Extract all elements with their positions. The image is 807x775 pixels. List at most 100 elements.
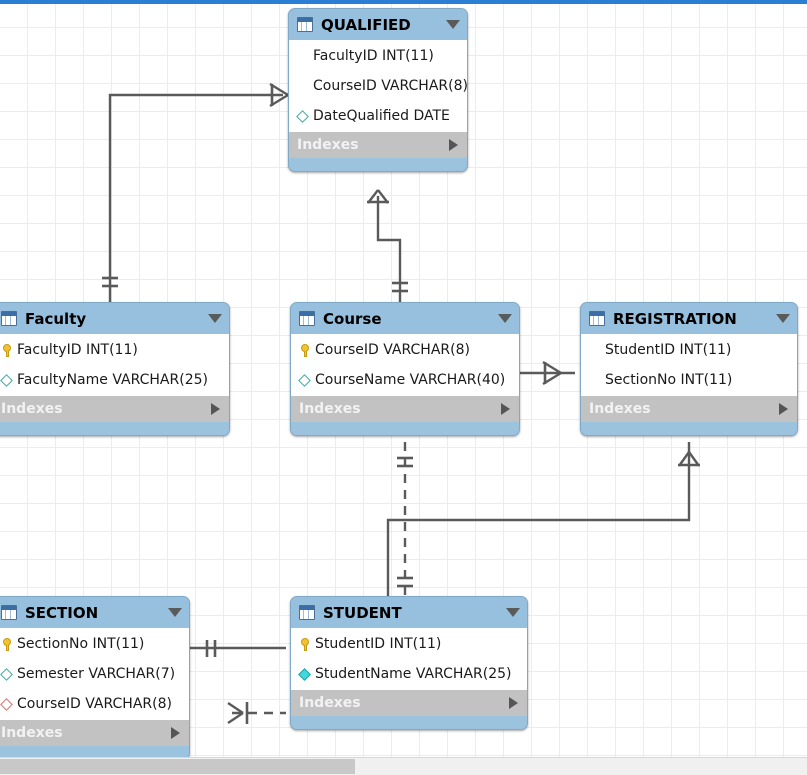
table-icon <box>299 311 315 326</box>
table-column-row[interactable]: CourseID VARCHAR(8) <box>292 335 518 365</box>
table-icon <box>299 605 315 620</box>
chevron-down-icon[interactable] <box>776 314 790 323</box>
table-column-row[interactable]: SectionNo INT(11) <box>582 365 796 395</box>
table-indexes-row-section[interactable]: Indexes <box>0 719 189 746</box>
table-footer-qualified <box>289 158 467 171</box>
table-title-course: Course <box>323 309 382 328</box>
table-header-student[interactable]: STUDENT <box>291 597 527 629</box>
table-indexes-row-student[interactable]: Indexes <box>291 689 527 716</box>
horizontal-scrollbar-thumb[interactable] <box>0 759 355 774</box>
chevron-down-icon[interactable] <box>506 608 520 617</box>
table-columns-course: CourseID VARCHAR(8) CourseName VARCHAR(40… <box>291 335 519 395</box>
table-column-row[interactable]: StudentID INT(11) <box>582 335 796 365</box>
no-icon <box>295 48 312 64</box>
table-column-row[interactable]: CourseID VARCHAR(8) <box>0 689 188 719</box>
table-header-section[interactable]: SECTION <box>0 597 189 629</box>
primary-key-icon <box>0 636 16 652</box>
table-column-row[interactable]: Semester VARCHAR(7) <box>0 659 188 689</box>
nullable-diamond-icon <box>0 666 16 682</box>
table-footer-section <box>0 746 189 759</box>
table-indexes-row-course[interactable]: Indexes <box>291 395 519 422</box>
chevron-right-icon[interactable] <box>509 697 518 709</box>
nullable-diamond-icon <box>295 108 312 124</box>
table-title-qualified: QUALIFIED <box>321 15 411 34</box>
table-column-row[interactable]: CourseName VARCHAR(40) <box>292 365 518 395</box>
chevron-right-icon[interactable] <box>779 403 788 415</box>
chevron-right-icon[interactable] <box>171 727 180 739</box>
table-column-row[interactable]: FacultyID INT(11) <box>0 335 228 365</box>
table-title-registration: REGISTRATION <box>613 309 737 328</box>
relationship-course-qualified <box>367 189 408 302</box>
chevron-down-icon[interactable] <box>168 608 182 617</box>
table-column-label: CourseID VARCHAR(8) <box>313 78 468 94</box>
table-node-section[interactable]: SECTION SectionNo INT(11) Semester VARCHAR… <box>0 596 190 760</box>
chevron-right-icon[interactable] <box>449 139 458 151</box>
chevron-down-icon[interactable] <box>498 314 512 323</box>
table-indexes-row-faculty[interactable]: Indexes <box>0 395 229 422</box>
table-column-row[interactable]: CourseID VARCHAR(8) <box>290 71 468 101</box>
table-column-label: CourseName VARCHAR(40) <box>315 372 506 388</box>
table-column-row[interactable]: StudentID INT(11) <box>292 629 526 659</box>
table-title-section: SECTION <box>25 603 99 622</box>
table-indexes-label: Indexes <box>1 725 63 741</box>
table-column-row[interactable]: FacultyName VARCHAR(25) <box>0 365 228 395</box>
table-column-label: Semester VARCHAR(7) <box>17 666 176 682</box>
table-column-label: SectionNo INT(11) <box>605 372 733 388</box>
foreign-key-diamond-icon <box>0 696 16 712</box>
table-indexes-row-registration[interactable]: Indexes <box>581 395 797 422</box>
table-column-label: CourseID VARCHAR(8) <box>17 696 172 712</box>
table-column-label: DateQualified DATE <box>313 108 450 124</box>
primary-key-icon <box>297 636 314 652</box>
table-columns-section: SectionNo INT(11) Semester VARCHAR(7) Cour… <box>0 629 189 719</box>
table-indexes-label: Indexes <box>299 401 361 417</box>
table-column-label: StudentID INT(11) <box>605 342 732 358</box>
table-node-registration[interactable]: REGISTRATION StudentID INT(11) SectionNo I… <box>580 302 798 436</box>
window-accent-bar <box>0 0 807 4</box>
table-column-label: StudentName VARCHAR(25) <box>315 666 512 682</box>
horizontal-scrollbar[interactable] <box>0 757 807 775</box>
table-column-row[interactable]: StudentName VARCHAR(25) <box>292 659 526 689</box>
table-header-faculty[interactable]: Faculty <box>0 303 229 335</box>
table-column-row[interactable]: DateQualified DATE <box>290 101 466 131</box>
table-column-label: StudentID INT(11) <box>315 636 442 652</box>
no-icon <box>295 78 312 94</box>
table-header-course[interactable]: Course <box>291 303 519 335</box>
relationship-course-student-cardinality <box>397 456 413 588</box>
table-column-label: FacultyID INT(11) <box>313 48 434 64</box>
table-columns-registration: StudentID INT(11) SectionNo INT(11) <box>581 335 797 395</box>
primary-key-icon <box>0 342 16 358</box>
table-column-label: CourseID VARCHAR(8) <box>315 342 470 358</box>
table-column-row[interactable]: FacultyID INT(11) <box>290 41 466 71</box>
table-title-student: STUDENT <box>323 603 402 622</box>
table-column-label: FacultyID INT(11) <box>17 342 138 358</box>
chevron-down-icon[interactable] <box>446 20 460 29</box>
chevron-down-icon[interactable] <box>208 314 222 323</box>
nullable-diamond-icon <box>0 372 16 388</box>
table-footer-course <box>291 422 519 435</box>
nullable-diamond-icon <box>297 372 314 388</box>
table-footer-registration <box>581 422 797 435</box>
table-icon <box>297 17 313 32</box>
table-header-registration[interactable]: REGISTRATION <box>581 303 797 335</box>
not-null-diamond-icon <box>297 666 314 682</box>
relationship-course-registration <box>520 360 575 386</box>
table-column-label: SectionNo INT(11) <box>17 636 145 652</box>
table-indexes-label: Indexes <box>589 401 651 417</box>
relationship-faculty-qualified <box>102 82 289 302</box>
table-icon <box>1 605 17 620</box>
no-icon <box>587 372 604 388</box>
table-indexes-row-qualified[interactable]: Indexes <box>289 131 467 158</box>
table-header-qualified[interactable]: QUALIFIED <box>289 9 467 41</box>
table-column-label: FacultyName VARCHAR(25) <box>17 372 208 388</box>
table-node-qualified[interactable]: QUALIFIED FacultyID INT(11) CourseID VARCH… <box>288 8 468 172</box>
table-node-student[interactable]: STUDENT StudentID INT(11) StudentName VARC… <box>290 596 528 730</box>
chevron-right-icon[interactable] <box>501 403 510 415</box>
table-footer-faculty <box>0 422 229 435</box>
table-columns-qualified: FacultyID INT(11) CourseID VARCHAR(8) Date… <box>289 41 467 131</box>
relationship-section-course-cardinality <box>227 702 249 724</box>
table-column-row[interactable]: SectionNo INT(11) <box>0 629 188 659</box>
chevron-right-icon[interactable] <box>211 403 220 415</box>
